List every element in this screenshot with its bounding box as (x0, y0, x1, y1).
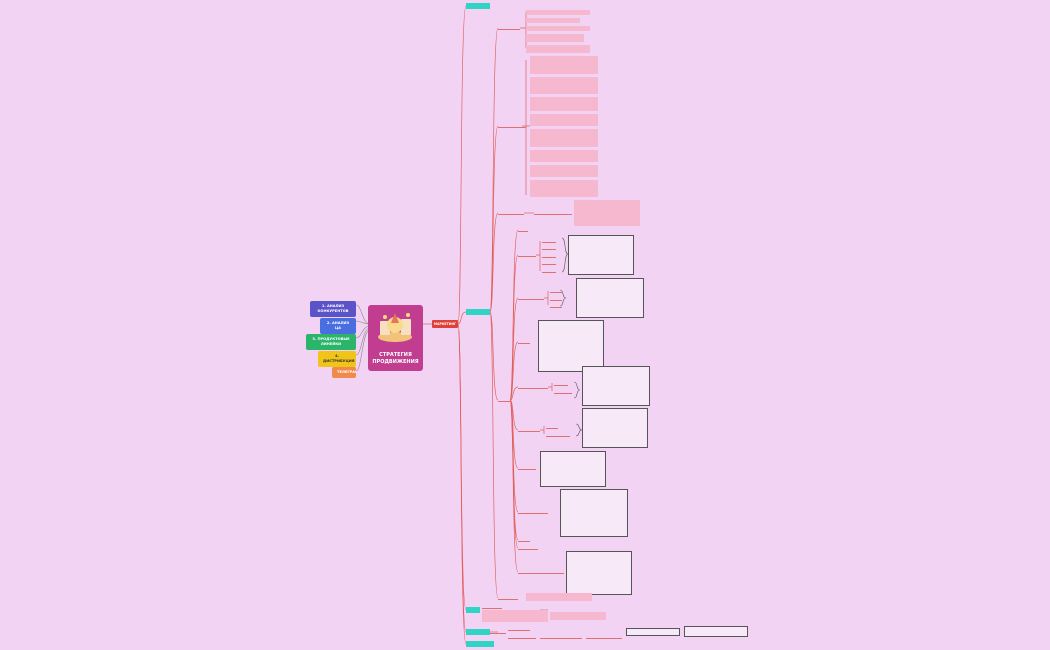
detail-card-4 (582, 366, 650, 406)
branch-competitor-analysis[interactable]: 1. АНАЛИЗ КОНКУРЕНТОВ (310, 301, 356, 317)
leaf-5[interactable] (542, 268, 556, 273)
group-label-4[interactable] (534, 210, 572, 215)
sub-label-6[interactable] (518, 427, 540, 432)
leaf-10[interactable] (554, 389, 572, 394)
detail-card-9 (626, 628, 680, 636)
sub-label-11[interactable] (518, 569, 564, 574)
sub-label-3[interactable] (518, 295, 544, 300)
note-15 (526, 593, 592, 601)
note-1 (526, 10, 590, 15)
note-7 (530, 77, 598, 94)
central-title-2: ПРОДВИЖЕНИЯ (372, 359, 419, 365)
note-3 (526, 26, 590, 31)
sub-label-2[interactable] (518, 252, 536, 257)
group-label-3[interactable] (498, 210, 524, 215)
note-6 (530, 56, 598, 74)
note-12 (530, 165, 598, 177)
detail-card-5 (582, 408, 648, 448)
leaf-18[interactable] (586, 634, 622, 639)
detail-card-2 (576, 278, 644, 318)
note-4 (526, 34, 584, 42)
detail-card-3 (538, 320, 604, 372)
leaf-2[interactable] (542, 245, 556, 250)
leaf-6[interactable] (550, 288, 562, 293)
leaf-9[interactable] (554, 381, 568, 386)
leaf-11[interactable] (546, 424, 558, 429)
branch-distribution[interactable]: 4. ДИСТРИБУЦИЯ (318, 351, 356, 367)
node-top[interactable] (466, 3, 490, 9)
node-bottom-2[interactable] (466, 629, 490, 635)
sub-label-9[interactable] (518, 537, 530, 542)
node-bottom-3[interactable] (466, 641, 494, 647)
branch-product-lines[interactable]: 3. ПРОДУКТОВЫЕ ЛИНЕЙКИ (306, 334, 356, 350)
note-5 (526, 45, 590, 53)
sub-label-5[interactable] (518, 384, 548, 389)
note-8 (530, 97, 598, 111)
leaf-17[interactable] (540, 634, 582, 639)
sub-label-10[interactable] (518, 545, 538, 550)
leaf-1[interactable] (542, 238, 556, 243)
leaf-14[interactable] (490, 629, 506, 634)
detail-card-1 (568, 235, 634, 275)
central-title-1: СТРАТЕГИЯ (379, 352, 412, 358)
note-16 (482, 610, 548, 622)
group-label-2[interactable] (498, 123, 526, 128)
note-14 (574, 200, 640, 226)
group-label-1[interactable] (498, 25, 520, 30)
leaf-7[interactable] (550, 296, 562, 301)
note-10 (530, 129, 598, 147)
node-bottom-1[interactable] (466, 607, 480, 613)
note-17 (550, 612, 606, 620)
rocket-illustration (378, 313, 412, 342)
leaf-13[interactable] (482, 604, 502, 609)
detail-card-6 (540, 451, 606, 487)
leaf-8[interactable] (550, 303, 562, 308)
sub-label-4[interactable] (518, 339, 530, 344)
sub-label-8[interactable] (518, 509, 548, 514)
central-topic[interactable]: СТРАТЕГИЯ ПРОДВИЖЕНИЯ (368, 305, 423, 371)
note-9 (530, 114, 598, 126)
note-13 (530, 180, 598, 197)
note-2 (526, 18, 580, 23)
leaf-4[interactable] (542, 260, 556, 265)
node-main[interactable] (466, 309, 490, 315)
group-label-6[interactable] (498, 595, 518, 600)
leaf-3[interactable] (542, 253, 556, 258)
branch-audience-analysis[interactable]: 2. АНАЛИЗ ЦА (320, 318, 356, 334)
branch-telegram[interactable]: ТЕЛЕГРАМ (332, 367, 356, 378)
leaf-12[interactable] (546, 432, 570, 437)
group-label-5[interactable] (498, 397, 510, 402)
leaf-15[interactable] (508, 626, 530, 631)
note-11 (530, 150, 598, 162)
detail-card-7 (560, 489, 628, 537)
detail-card-8 (566, 551, 632, 595)
sub-label-1[interactable] (518, 227, 528, 232)
detail-card-10 (684, 626, 748, 637)
leaf-16[interactable] (508, 634, 536, 639)
hub-marketing[interactable]: МАРКЕТИНГ (432, 320, 458, 328)
sub-label-7[interactable] (518, 465, 536, 470)
